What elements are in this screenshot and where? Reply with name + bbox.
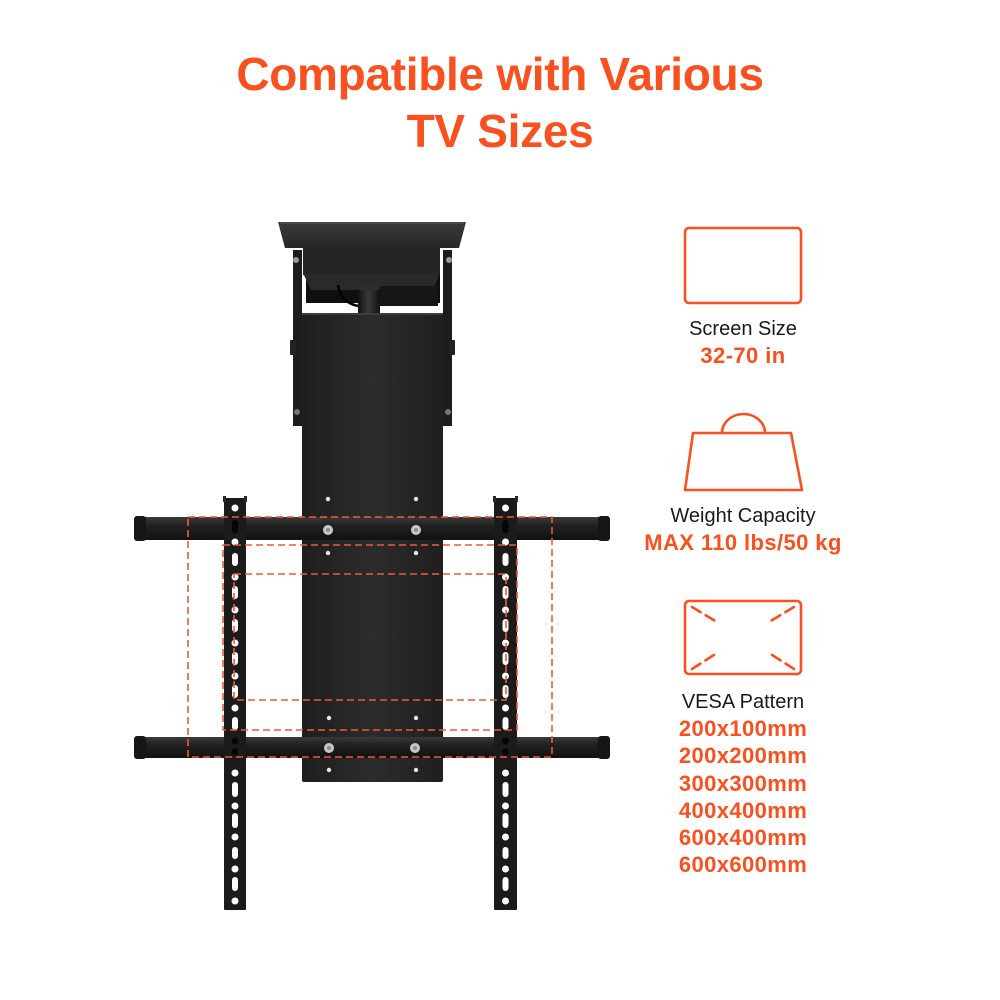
vesa-value: 300x300mm <box>678 770 808 796</box>
vesa-icon <box>683 599 803 676</box>
ceiling-plate <box>278 222 466 314</box>
vesa-pattern-list: 200x100mm 200x200mm 300x300mm 400x400mm … <box>643 715 843 879</box>
crossbar-top <box>134 516 610 541</box>
vesa-outline-large <box>187 516 553 758</box>
vesa-value: 200x200mm <box>678 743 808 769</box>
title-line-1: Compatible with Various <box>236 48 764 100</box>
screen-icon <box>683 226 803 305</box>
crossbar-bottom <box>134 736 610 759</box>
spec-label-screen-size: Screen Size <box>689 318 797 340</box>
mount-column <box>302 313 443 782</box>
vesa-value: 600x400mm <box>678 825 808 851</box>
vesa-value: 200x100mm <box>678 716 808 741</box>
vesa-outline-medium <box>222 544 518 731</box>
title-line-2: TV Sizes <box>406 105 594 157</box>
side-arms <box>290 250 455 426</box>
vesa-value: 400x400mm <box>678 797 808 823</box>
weight-icon <box>683 412 804 492</box>
vesa-strip-left <box>223 496 247 910</box>
page-title: Compatible with Various TV Sizes <box>0 46 1000 160</box>
spec-label-vesa-pattern: VESA Pattern <box>681 691 805 713</box>
vesa-value: 600x600mm <box>678 852 808 878</box>
vesa-strip-right <box>493 496 518 910</box>
spec-value-weight-capacity: MAX 110 lbs/50 kg <box>644 530 842 555</box>
spec-label-weight-capacity: Weight Capacity <box>670 505 816 527</box>
spec-value-screen-size: 32-70 in <box>700 343 786 368</box>
vesa-outline-small <box>233 573 507 701</box>
